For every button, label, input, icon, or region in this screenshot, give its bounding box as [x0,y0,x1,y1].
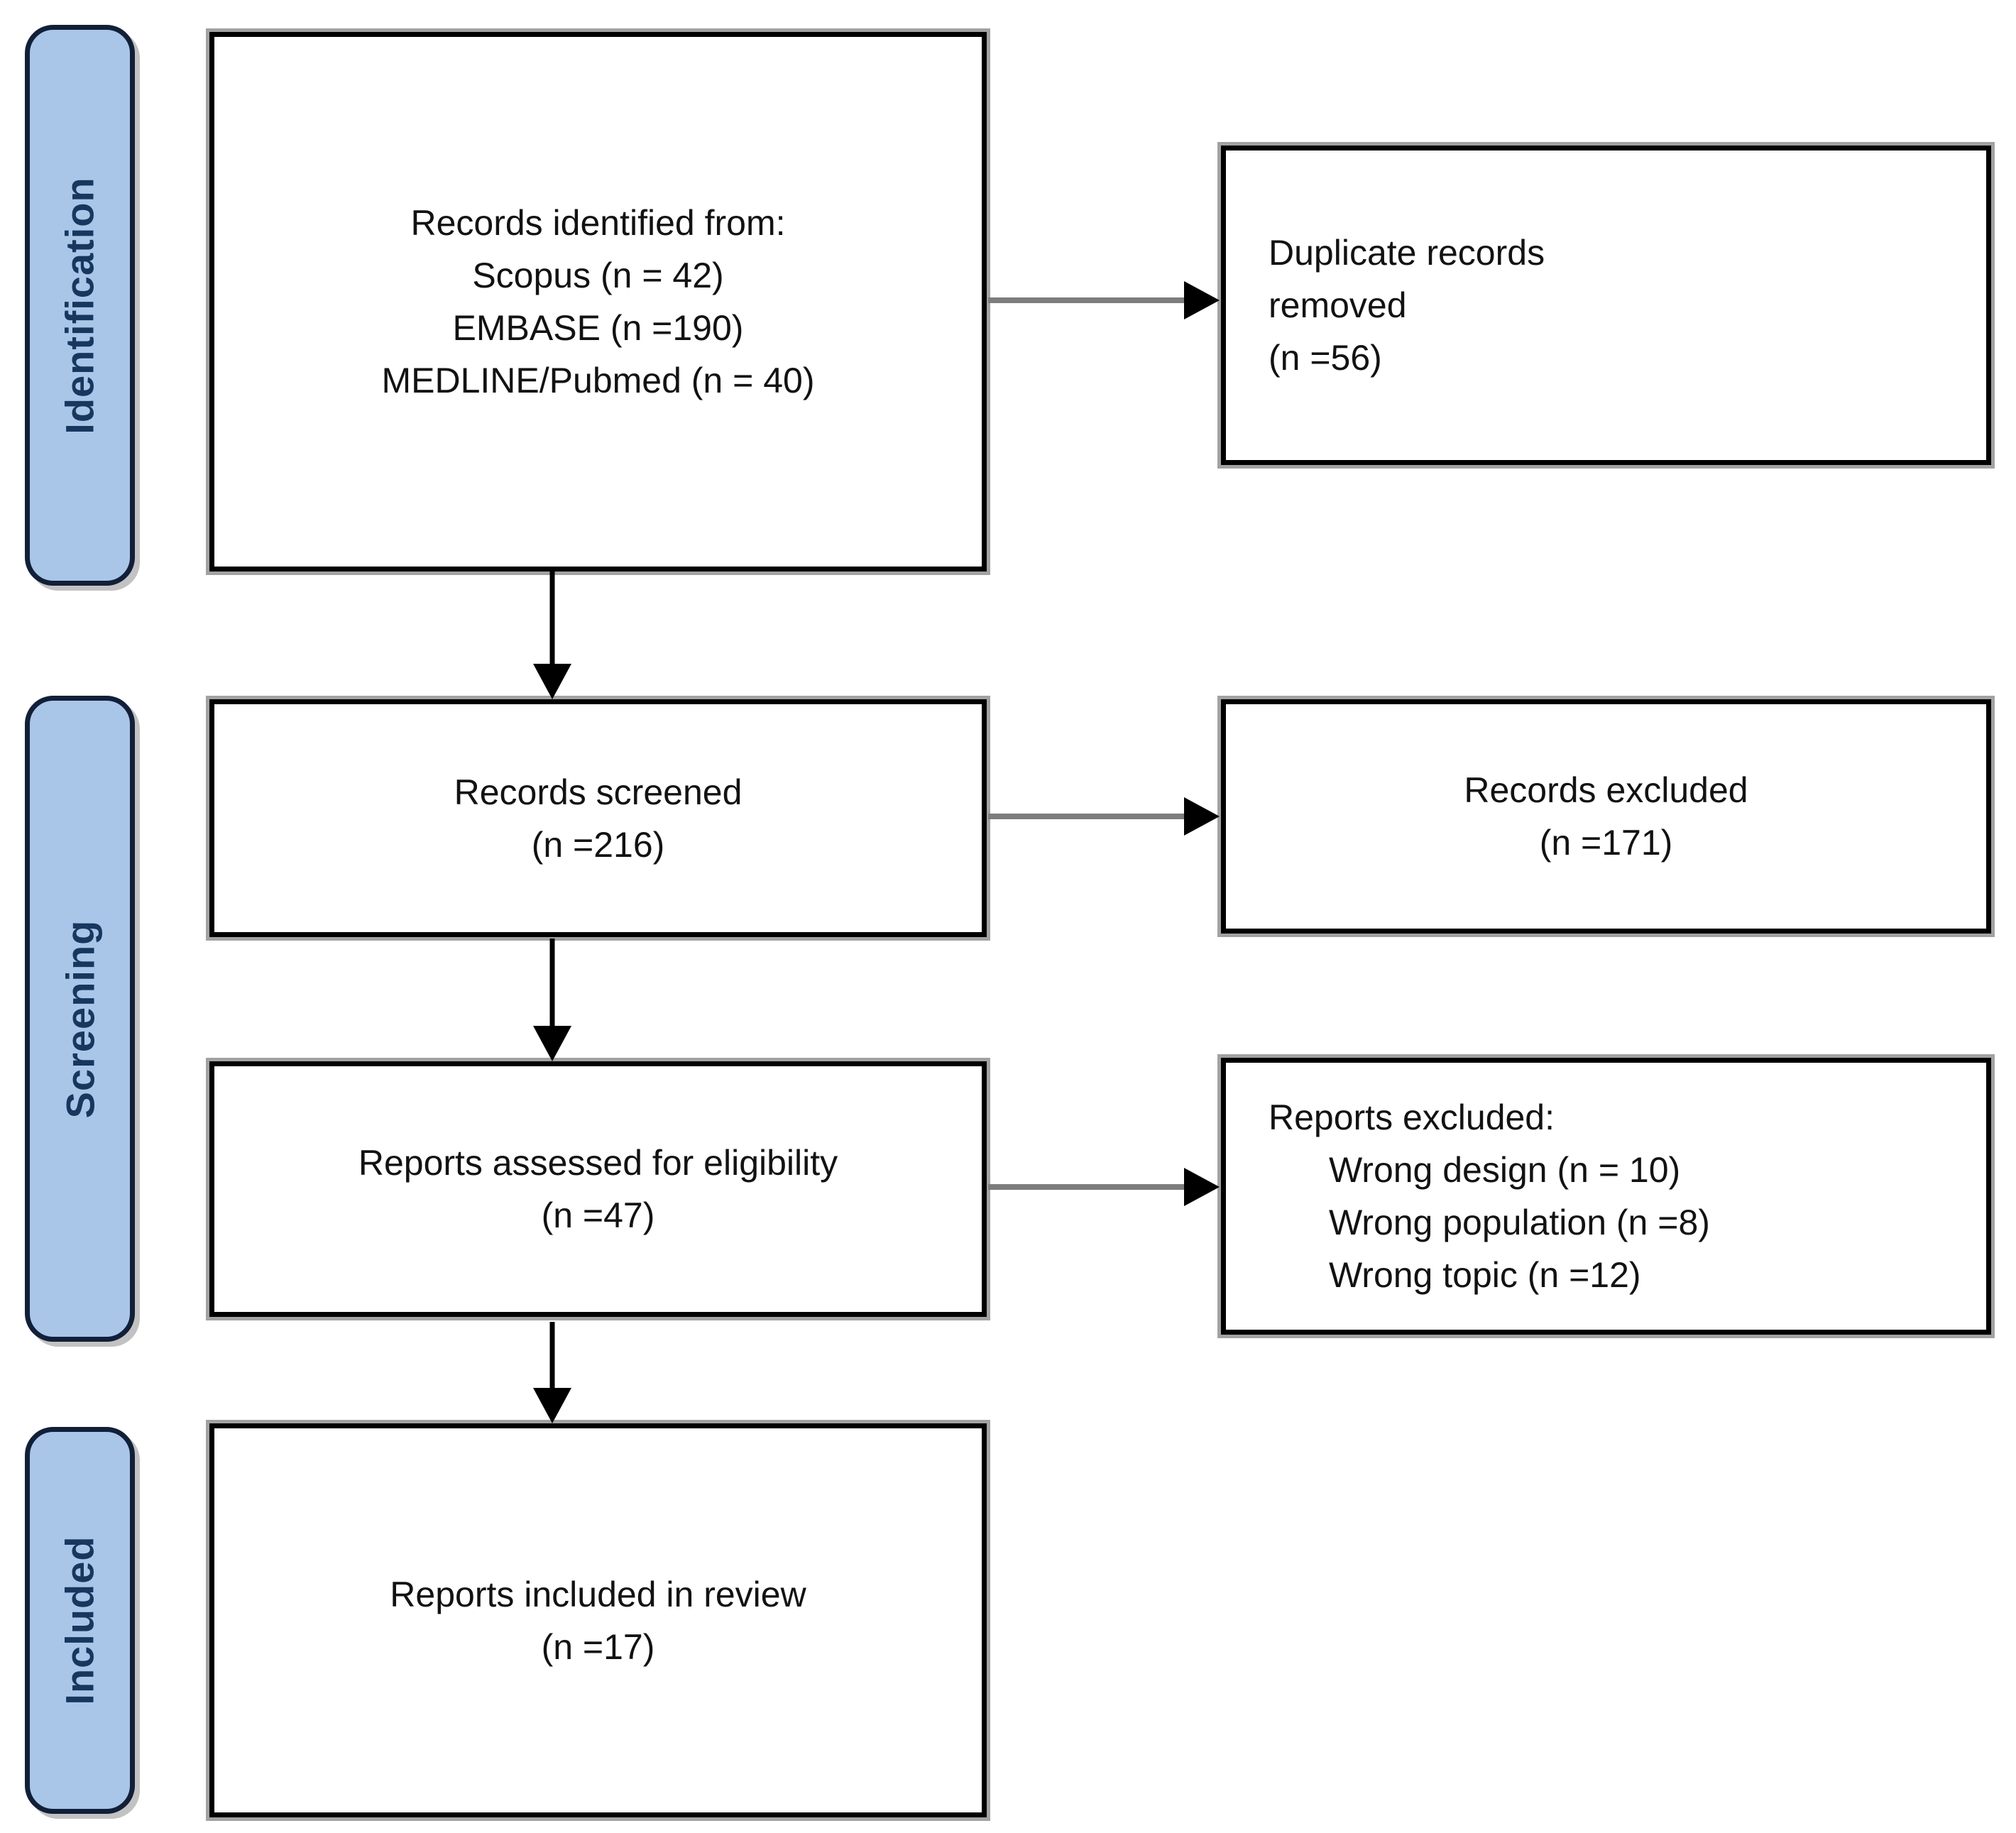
arrow-assessed-to-reports-excluded [988,1166,1220,1208]
box-records-identified-line: MEDLINE/Pubmed (n = 40) [381,361,815,400]
box-records-screened-line: Records screened [454,772,743,812]
stage-label-screening-text: Screening [57,919,103,1118]
stage-label-identification-text: Identification [57,176,103,434]
box-reports-assessed: Reports assessed for eligibility (n =47) [206,1058,990,1320]
box-reports-excluded-heading: Reports excluded: [1269,1098,1555,1137]
box-duplicate-records-removed: Duplicate records removed (n =56) [1217,142,1995,469]
box-duplicate-records-removed-line: (n =56) [1269,338,1382,378]
box-records-excluded-line: (n =171) [1539,823,1673,863]
box-records-excluded-line: Records excluded [1464,770,1748,810]
arrow-down-icon [533,1388,571,1423]
arrow-screened-to-assessed [531,939,574,1061]
box-reports-excluded-item: Wrong topic (n =12) [1329,1255,1641,1295]
box-records-screened-line: (n =216) [531,824,665,865]
arrow-down-icon [533,664,571,699]
stage-label-included: Included [25,1427,135,1814]
stage-label-screening: Screening [25,696,135,1342]
arrow-screened-to-excluded [988,795,1220,838]
box-records-identified: Records identified from: Scopus (n = 42)… [206,28,990,575]
box-reports-assessed-line: (n =47) [541,1195,655,1235]
arrow-shaft [549,1322,555,1392]
arrow-shaft [988,1184,1187,1190]
box-reports-included-line: (n =17) [541,1626,655,1667]
box-reports-assessed-line: Reports assessed for eligibility [358,1143,838,1183]
box-reports-included: Reports included in review (n =17) [206,1420,990,1821]
arrow-right-icon [1184,281,1220,319]
box-records-screened: Records screened (n =216) [206,696,990,941]
box-records-identified-line: Records identified from: [410,203,786,243]
arrow-right-icon [1184,1168,1220,1206]
arrow-shaft [988,297,1187,303]
box-reports-excluded: Reports excluded: Wrong design (n = 10) … [1217,1054,1995,1338]
box-duplicate-records-removed-line: removed [1269,285,1407,325]
arrow-right-icon [1184,797,1220,836]
stage-label-identification: Identification [25,25,135,586]
box-records-excluded: Records excluded (n =171) [1217,696,1995,937]
arrow-identified-to-duplicates [988,279,1220,322]
arrow-assessed-to-included [531,1322,574,1423]
stage-label-included-text: Included [57,1536,103,1705]
arrow-shaft [549,939,555,1030]
box-records-identified-line: EMBASE (n =190) [452,308,744,348]
arrow-shaft [988,814,1187,819]
arrow-down-icon [533,1026,571,1061]
box-reports-excluded-item: Wrong population (n =8) [1329,1203,1710,1242]
arrow-shaft [549,571,555,668]
box-reports-excluded-item: Wrong design (n = 10) [1329,1150,1681,1190]
box-reports-included-line: Reports included in review [390,1574,806,1614]
arrow-identified-to-screened [531,571,574,699]
box-records-identified-line: Scopus (n = 42) [472,256,724,295]
box-duplicate-records-removed-line: Duplicate records [1269,233,1545,273]
